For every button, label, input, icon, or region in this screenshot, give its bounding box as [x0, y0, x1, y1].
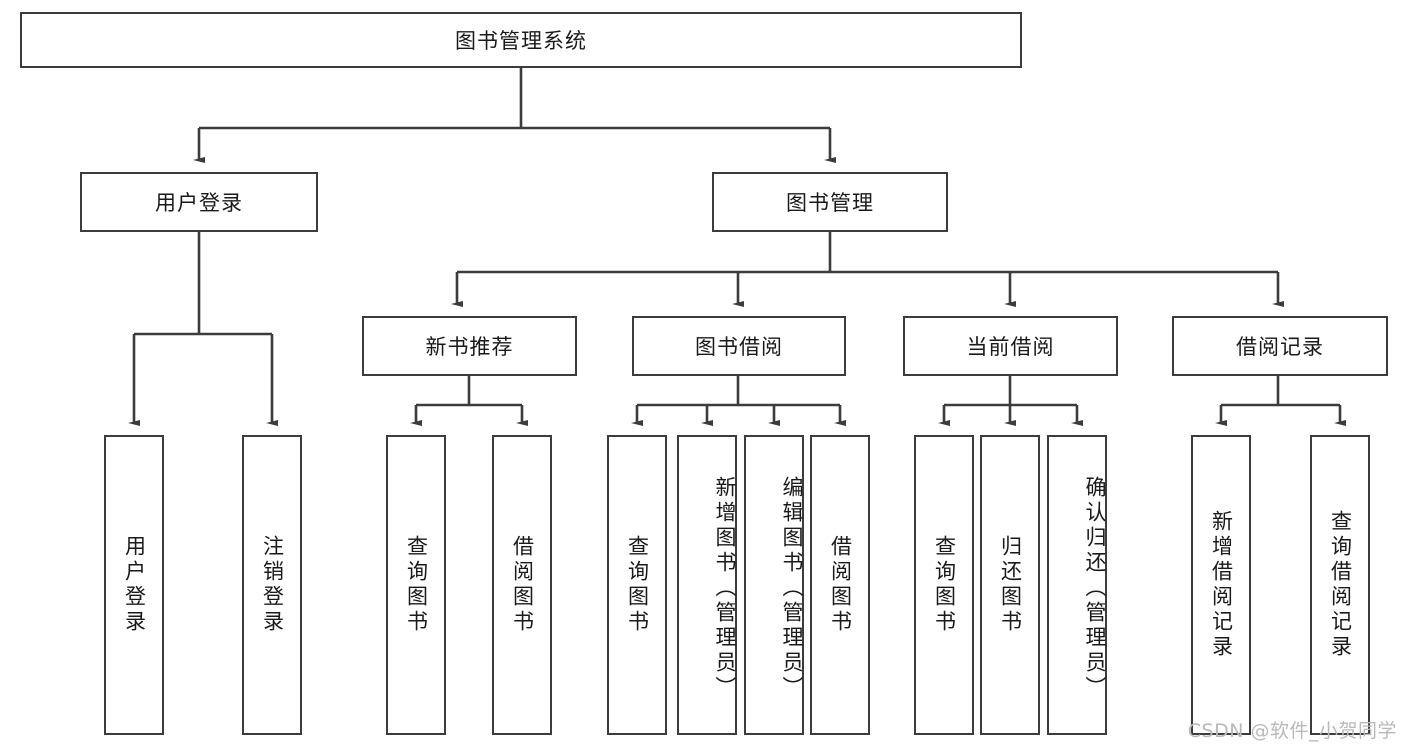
node-user-login[interactable]: 用户登录 [80, 172, 318, 232]
leaf-borrow-borrow-book[interactable]: 借阅图书 [810, 435, 870, 735]
node-borrow-record[interactable]: 借阅记录 [1172, 316, 1388, 376]
node-label: 查询图书 [404, 535, 429, 635]
node-new-book-recommend[interactable]: 新书推荐 [362, 316, 577, 376]
leaf-user-login-signin[interactable]: 用户登录 [104, 435, 164, 735]
node-label: 用户登录 [122, 535, 147, 635]
node-label: 图书管理 [786, 191, 874, 215]
node-label: 用户登录 [155, 191, 243, 215]
node-book-borrow[interactable]: 图书借阅 [632, 316, 846, 376]
leaf-record-query-record[interactable]: 查询借阅记录 [1310, 435, 1370, 735]
node-label: 注销登录 [260, 535, 285, 635]
leaf-borrow-edit-book-admin[interactable]: 编辑图书（管理员） [744, 435, 804, 735]
leaf-borrow-query-book[interactable]: 查询图书 [607, 435, 667, 735]
node-label: 借阅图书 [828, 535, 853, 635]
leaf-record-add-record[interactable]: 新增借阅记录 [1191, 435, 1251, 735]
leaf-borrow-add-book-admin[interactable]: 新增图书（管理员） [677, 435, 737, 735]
node-label: 查询图书 [932, 535, 957, 635]
leaf-current-confirm-return-admin[interactable]: 确认归还（管理员） [1047, 435, 1107, 735]
node-label: 图书管理系统 [455, 29, 587, 53]
node-label: 新增图书（管理员） [713, 475, 737, 701]
node-label: 借阅图书 [510, 535, 535, 635]
leaf-recommend-borrow-book[interactable]: 借阅图书 [492, 435, 552, 735]
node-label: 查询借阅记录 [1328, 510, 1353, 660]
leaf-recommend-query-book[interactable]: 查询图书 [386, 435, 446, 735]
node-root-library-system[interactable]: 图书管理系统 [20, 12, 1022, 68]
node-label: 查询图书 [625, 535, 650, 635]
node-label: 当前借阅 [966, 335, 1055, 359]
node-label: 新书推荐 [425, 335, 514, 359]
watermark: CSDN @软件_小贺同学 [1187, 720, 1397, 742]
leaf-current-return-book[interactable]: 归还图书 [980, 435, 1040, 735]
node-label: 确认归还（管理员） [1083, 475, 1107, 701]
node-label: 编辑图书（管理员） [780, 475, 804, 701]
node-label: 借阅记录 [1236, 335, 1324, 359]
node-label: 归还图书 [998, 535, 1023, 635]
node-label: 图书借阅 [695, 335, 783, 359]
node-book-management[interactable]: 图书管理 [712, 172, 948, 232]
leaf-current-query-book[interactable]: 查询图书 [914, 435, 974, 735]
leaf-user-login-signout[interactable]: 注销登录 [242, 435, 302, 735]
node-current-borrow[interactable]: 当前借阅 [903, 316, 1118, 376]
node-label: 新增借阅记录 [1209, 510, 1234, 660]
